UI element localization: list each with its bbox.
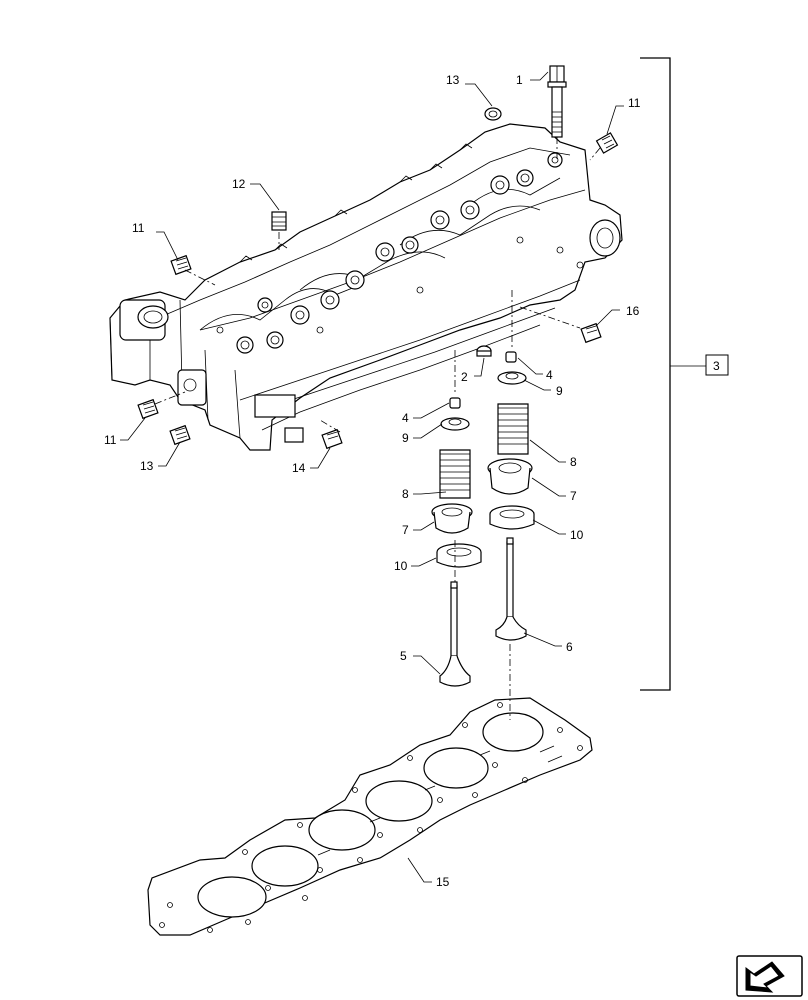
callout-4-right: 4 [546, 368, 553, 382]
callout-5: 5 [400, 649, 407, 663]
callout-13-top: 13 [446, 73, 460, 87]
cylinder-head [109, 123, 623, 451]
valve-stack-left [431, 397, 482, 687]
head-bolt [547, 65, 567, 138]
callout-8-right: 8 [570, 455, 577, 469]
callout-9-left: 9 [402, 431, 409, 445]
callout-15: 15 [436, 875, 450, 889]
callout-3-box [705, 354, 729, 376]
callout-2: 2 [461, 370, 468, 384]
callout-7-left: 7 [402, 523, 409, 537]
callout-14: 14 [292, 461, 306, 475]
plug-14 [321, 428, 343, 450]
callout-11-bottom: 11 [104, 433, 117, 447]
callout-3: 3 [713, 359, 720, 373]
plug-16 [580, 322, 602, 344]
plug-13-top [484, 107, 502, 121]
callout-12: 12 [232, 177, 246, 191]
dowel-2 [476, 345, 492, 357]
callout-labels: 1 2 3 4 4 5 6 7 7 8 8 9 9 10 10 11 11 11… [104, 73, 729, 889]
callout-11-left: 11 [132, 221, 145, 235]
plug-11-bottom [137, 398, 159, 420]
callout-4-left: 4 [402, 411, 409, 425]
valve-stack-right [487, 351, 535, 641]
head-gasket [147, 697, 593, 936]
center-lines [154, 137, 601, 720]
leader-lines [120, 57, 706, 883]
callout-7-right: 7 [570, 489, 577, 503]
callout-10-left: 10 [394, 559, 408, 573]
plug-13-bottom [169, 424, 191, 446]
callout-8-left: 8 [402, 487, 409, 501]
plug-11-left [170, 254, 192, 276]
callout-11-top: 11 [628, 96, 641, 110]
callout-9-right: 9 [556, 384, 563, 398]
callout-13-bottom: 13 [140, 459, 154, 473]
callout-16: 16 [626, 304, 640, 318]
callout-6: 6 [566, 640, 573, 654]
plug-11-top [595, 132, 619, 154]
valve-pockets [199, 152, 584, 354]
arrow-next-page-icon[interactable] [736, 955, 803, 997]
callout-10-right: 10 [570, 528, 584, 542]
plug-12 [271, 211, 287, 231]
callout-1: 1 [516, 73, 523, 87]
